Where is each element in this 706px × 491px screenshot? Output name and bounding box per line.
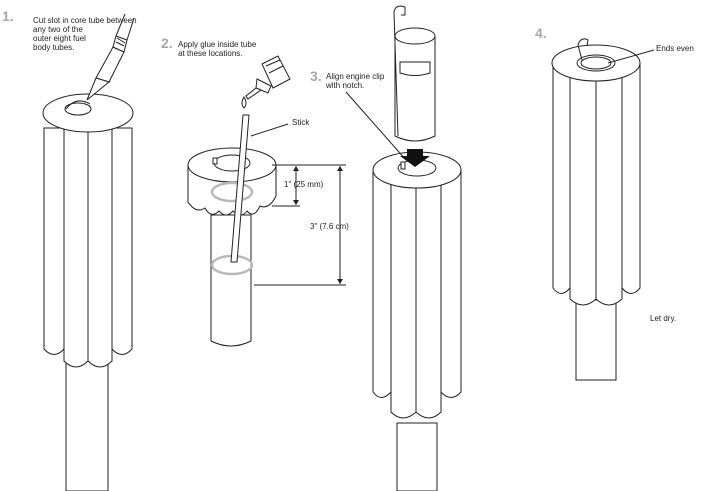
step3-leader-line [345, 91, 407, 161]
ends-even-label: Ends even [656, 44, 694, 53]
dimension-label-3in: 3" (7.6 cm) [310, 222, 349, 231]
step1-slot-cut [65, 100, 91, 110]
down-arrow-icon [400, 149, 430, 167]
glue-bottle-icon [245, 55, 291, 100]
step-1-illustration: 1. Cut slot in core tube between any two… [2, 8, 137, 491]
step2-core-tube [210, 214, 252, 347]
step3-motor-tube [396, 422, 438, 491]
step2-notch [212, 157, 218, 165]
engine-clip-icon [393, 5, 406, 137]
dimension-lines [254, 164, 346, 286]
step1-body-tubes [43, 127, 133, 368]
step4-body-tubes [552, 62, 641, 306]
step1-motor-tube [65, 344, 109, 491]
step-4-illustration: Ends even Let dry. 4. [535, 25, 694, 381]
step-3-text-line-2: with notch. [325, 81, 364, 90]
step4-engine-clip-icon [577, 38, 589, 61]
glue-drop-icon [241, 95, 247, 109]
step3-notch [400, 161, 406, 170]
step-4-number: 4. [535, 25, 547, 41]
let-dry-label: Let dry. [650, 314, 676, 323]
step-1-text-line-1: Cut slot in core tube between [33, 16, 137, 25]
stick-leader-line [250, 123, 289, 137]
step-1-number: 1. [2, 8, 14, 24]
step-1-text-line-2: any two of the [33, 25, 83, 34]
step4-motor-tube [575, 299, 617, 381]
glue-ring-upper [210, 181, 254, 203]
step-3-text-line-1: Align engine clip [326, 72, 385, 81]
step1-core-hole [64, 102, 92, 116]
stick-icon [230, 114, 250, 263]
step-3-number: 3. [310, 68, 322, 84]
step-2-text-line-1: Apply glue inside tube [178, 40, 257, 49]
step-2-text-line-2: at these locations. [178, 49, 242, 58]
engine-casing [394, 27, 436, 142]
step-3-illustration: 3. Align engine clip with notch. [310, 5, 462, 491]
stick-label: Stick [292, 118, 310, 127]
step-2-number: 2. [161, 35, 173, 51]
step-2-illustration: Stick 1" (25 mm) 3" (7.6 cm) 2. Apply gl… [161, 35, 349, 347]
hobby-knife-icon [86, 13, 135, 101]
step-1-text-line-4: body tubes. [33, 43, 74, 52]
step-1-text-line-3: outer eight fuel [33, 34, 86, 43]
step4-engine-end [580, 56, 612, 70]
step4-leader-line [607, 49, 655, 64]
dimension-label-1in: 1" (25 mm) [284, 180, 324, 189]
step3-body-tubes [372, 169, 462, 419]
